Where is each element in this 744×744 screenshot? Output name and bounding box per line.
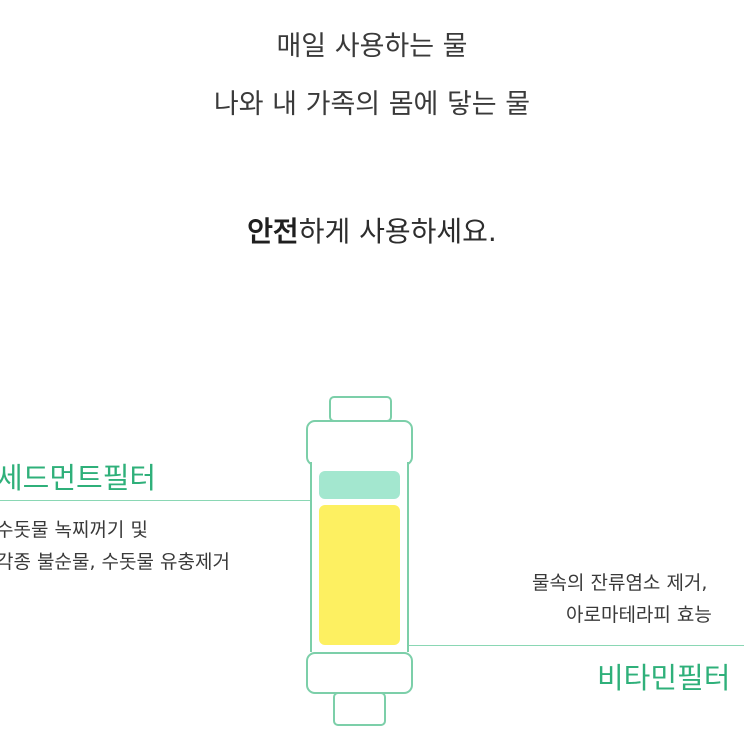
filter-bottom-cap (333, 692, 386, 726)
vitamin-filter-title: 비타민필터 (597, 661, 731, 695)
sediment-leader-line (0, 500, 310, 501)
sediment-filter-desc-1: 수돗물 녹찌꺼기 및 (0, 519, 148, 541)
intro-line-2: 나와 내 가족의 몸에 닿는 물 (213, 89, 531, 120)
headline: 안전하게 사용하세요. (0, 210, 744, 250)
filter-bottom-housing (306, 652, 413, 694)
vitamin-cartridge (319, 505, 400, 645)
filter-top-housing (306, 420, 413, 466)
headline-emphasis: 안전 (247, 215, 299, 248)
vitamin-filter-desc-1: 물속의 잔류염소 제거, (532, 572, 708, 594)
vitamin-filter-desc-2: 아로마테라피 효능 (566, 604, 712, 626)
sediment-filter-title: 세드먼트필터 (0, 461, 157, 495)
vitamin-leader-line (407, 645, 744, 646)
sediment-filter-desc-2: 각종 불순물, 수돗물 유충제거 (0, 551, 230, 573)
intro-line-1: 매일 사용하는 물 (276, 31, 468, 62)
sediment-cartridge (319, 471, 400, 499)
headline-rest: 하게 사용하세요. (298, 215, 497, 248)
filter-top-cap (329, 396, 392, 422)
